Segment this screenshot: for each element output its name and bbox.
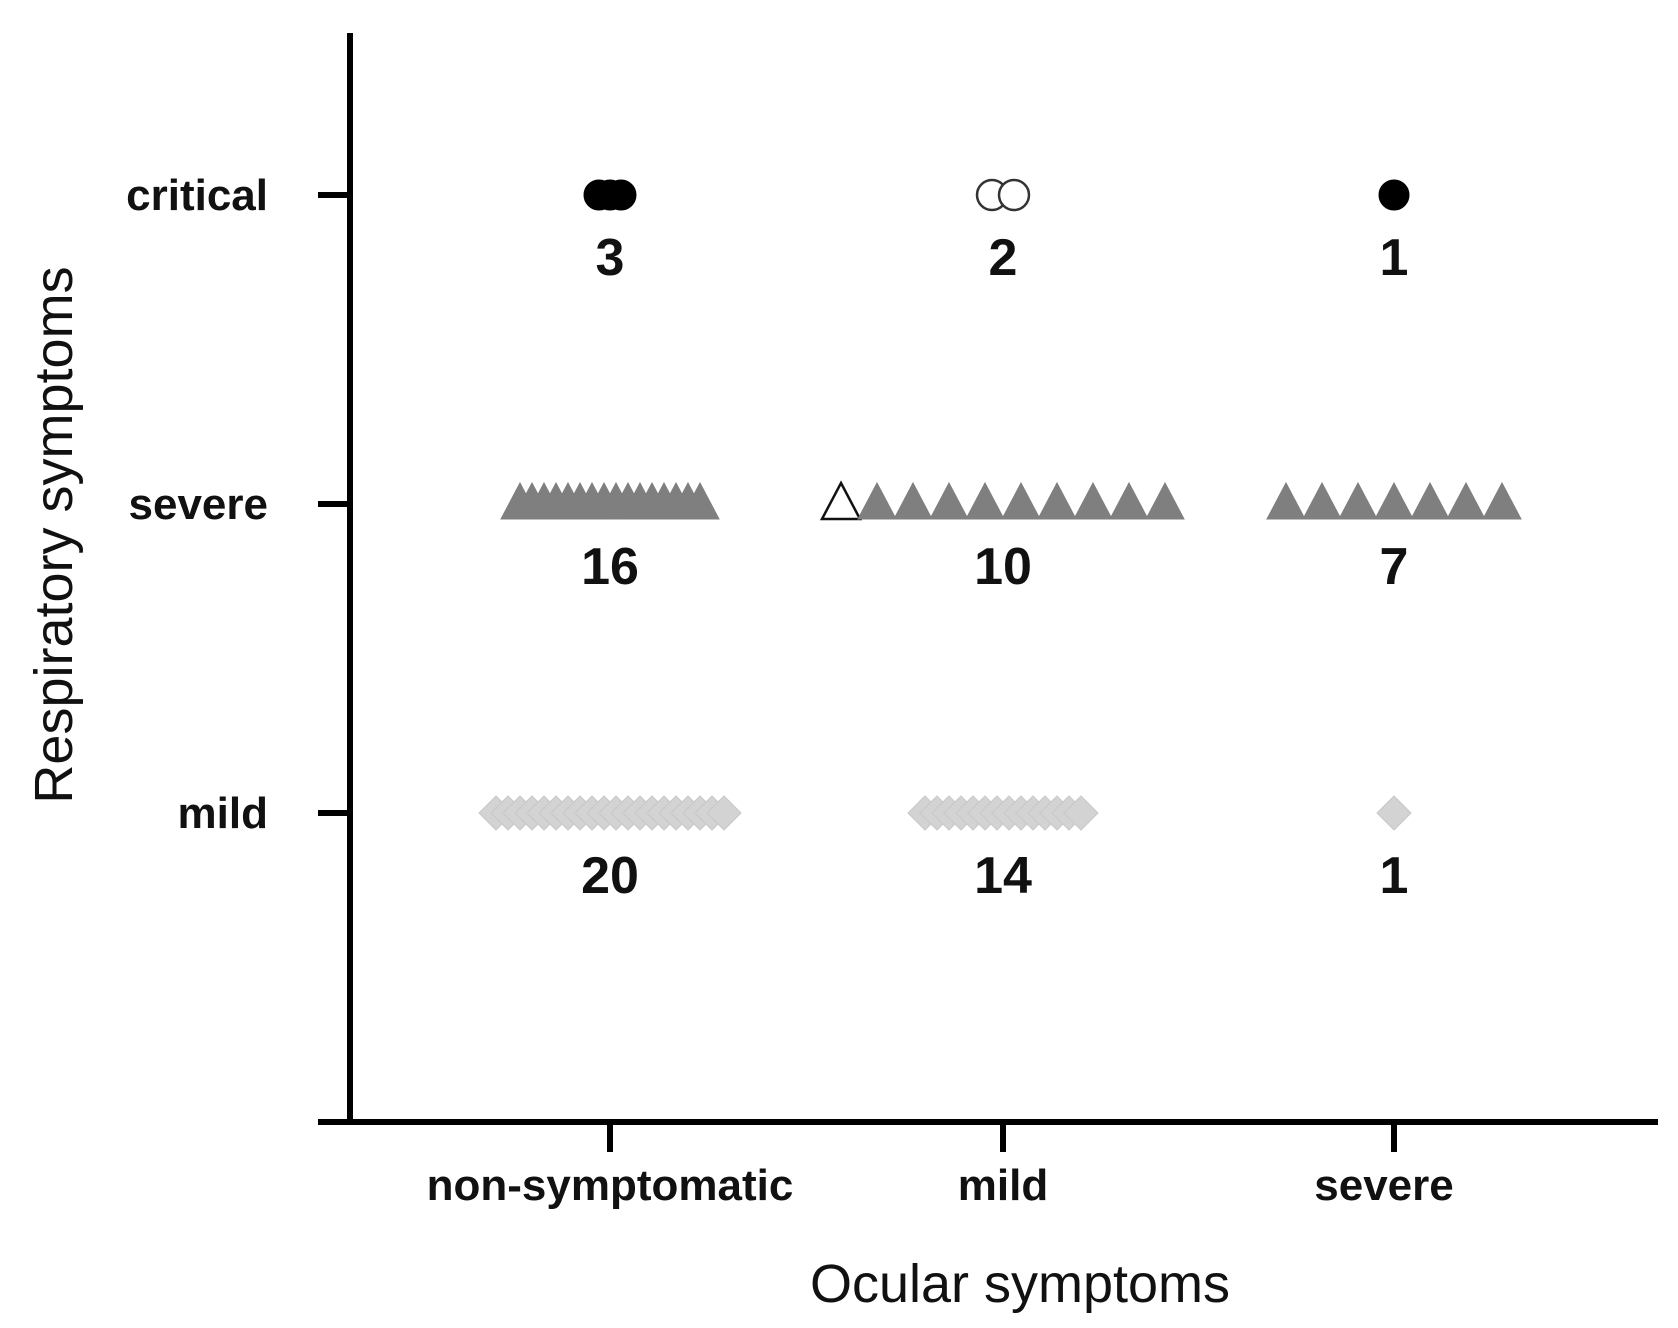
marker-critical-mild-2	[997, 178, 1031, 212]
marker-severe-non-symptomatic-16	[680, 481, 720, 520]
axes	[318, 33, 1658, 1125]
count-label-mild-mild: 14	[974, 847, 1032, 905]
marker-severe-mild-8	[1073, 481, 1113, 520]
x-tick-label-mild: mild	[958, 1161, 1048, 1210]
marker-severe-mild-5	[965, 481, 1005, 520]
ticks: mild severe critical non-symptomatic mild sev…	[126, 171, 1454, 1210]
marker-severe-severe-7	[1482, 481, 1522, 520]
count-label-critical-non-symptomatic: 3	[596, 229, 625, 287]
marker-severe-mild-10	[1145, 481, 1185, 520]
count-label-mild-non-symptomatic: 20	[581, 847, 639, 905]
y-tick-label-severe: severe	[129, 480, 268, 529]
count-label-severe-non-symptomatic: 16	[581, 538, 639, 596]
count-label-severe-mild: 10	[974, 538, 1032, 596]
marker-mild-mild-14	[1063, 795, 1099, 831]
markers	[478, 178, 1522, 831]
marker-mild-severe-1	[1376, 795, 1412, 831]
x-axis-title: Ocular symptoms	[810, 1254, 1230, 1314]
marker-severe-mild-6	[1001, 481, 1041, 520]
marker-mild-non-symptomatic-20	[706, 795, 742, 831]
x-tick-label-severe: severe	[1314, 1161, 1453, 1210]
count-label-mild-severe: 1	[1380, 847, 1409, 905]
marker-severe-mild-9	[1109, 481, 1149, 520]
marker-severe-mild-3	[893, 481, 933, 520]
count-label-severe-severe: 7	[1380, 538, 1409, 596]
marker-severe-severe-3	[1338, 481, 1378, 520]
x-tick-label-non-symptomatic: non-symptomatic	[427, 1161, 794, 1210]
marker-severe-mild-7	[1037, 481, 1077, 520]
marker-critical-non-symptomatic-3	[605, 179, 637, 211]
y-tick-label-mild: mild	[178, 789, 268, 838]
marker-critical-severe-1	[1378, 179, 1410, 211]
marker-severe-severe-1	[1266, 481, 1306, 520]
marker-severe-mild-2	[857, 481, 897, 520]
y-tick-label-critical: critical	[126, 171, 268, 220]
marker-severe-severe-6	[1446, 481, 1486, 520]
marker-severe-mild-1	[819, 480, 863, 521]
counts: 3 2 1 16 10 7 20 14 1	[581, 229, 1408, 905]
count-label-critical-severe: 1	[1380, 229, 1409, 287]
y-axis-title: Respiratory symptoms	[24, 266, 84, 803]
marker-severe-severe-5	[1410, 481, 1450, 520]
marker-severe-severe-4	[1374, 481, 1414, 520]
marker-severe-severe-2	[1302, 481, 1342, 520]
count-label-critical-mild: 2	[989, 229, 1018, 287]
marker-severe-mild-4	[929, 481, 969, 520]
